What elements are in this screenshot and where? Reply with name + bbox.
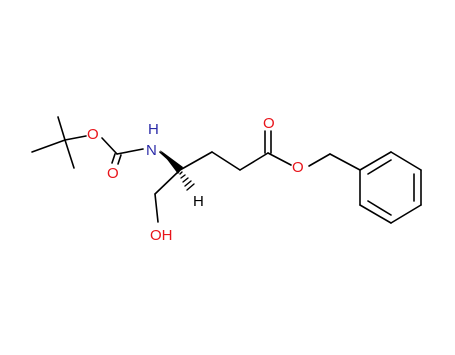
bond-tbu-ch3-top <box>57 116 66 141</box>
bond-tbu-ch3-bottom <box>64 139 75 169</box>
atom-n: N <box>146 142 157 159</box>
bond-o-ch2 <box>308 153 331 167</box>
bond-ch2-ring <box>329 153 361 171</box>
bond-tbu-o <box>64 135 87 141</box>
atom-o-ester-carbonyl: O <box>263 115 275 132</box>
atom-stereo-h: H <box>193 193 204 210</box>
bond-cboc-n <box>116 148 144 155</box>
hashed-wedge-bond-h <box>179 171 195 191</box>
bond-chain-3 <box>239 152 269 171</box>
atom-o-boc-ether: O <box>87 126 99 143</box>
atom-o-ester-ether: O <box>292 159 304 176</box>
solid-wedge-bond-n <box>160 150 183 174</box>
bond-chain-1 <box>179 151 213 171</box>
bond-cboc-o-double-2 <box>117 154 122 165</box>
bond-ester-c-o <box>267 152 292 166</box>
bond-stereocenter-ch2 <box>154 169 181 195</box>
benzene-ring <box>359 151 422 224</box>
atom-o-boc-carbonyl: O <box>107 165 119 182</box>
bond-chain-2 <box>211 151 241 171</box>
atom-hydroxyl: OH <box>150 227 173 244</box>
bond-o-cboc <box>101 137 118 155</box>
bond-tbu-ch3-left <box>31 139 66 153</box>
bond-cboc-o-double-1 <box>111 153 116 164</box>
bond-ch2-oh <box>154 193 159 223</box>
atom-n-hydrogen: H <box>148 121 159 138</box>
